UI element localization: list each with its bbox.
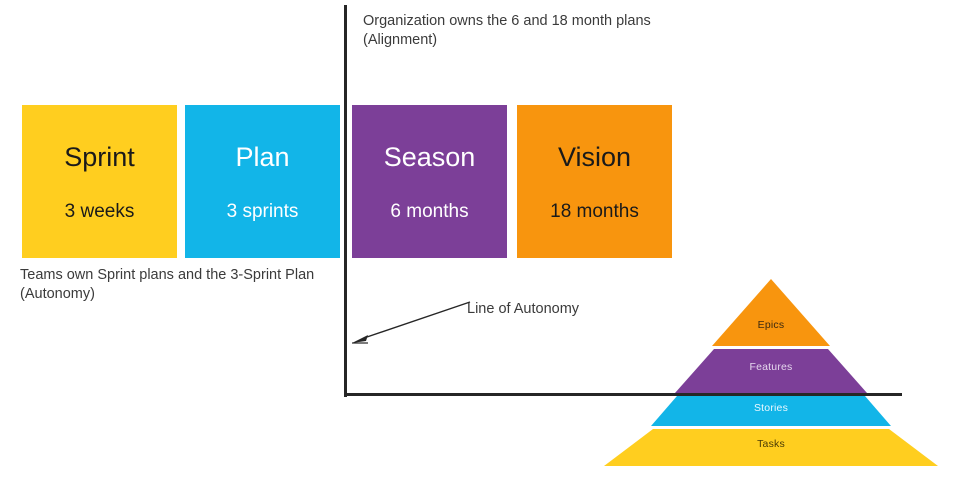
card-vision-title: Vision [557,141,632,172]
line-of-autonomy-arrow-icon [352,301,471,344]
card-sprint[interactable]: Sprint 3 weeks [22,105,177,258]
pyramid-layer-features[interactable] [675,349,867,393]
card-plan-title: Plan [235,141,290,172]
work-item-pyramid: Epics Features Stories Tasks [596,272,946,472]
card-season[interactable]: Season 6 months [352,105,507,258]
vertical-divider-line [344,5,347,397]
card-plan-duration: 3 sprints [226,200,299,222]
pyramid-layer-stories[interactable] [651,396,891,426]
card-season-title: Season [383,141,476,172]
card-vision-duration: 18 months [550,200,639,222]
card-plan[interactable]: Plan 3 sprints [185,105,340,258]
pyramid-layer-epics[interactable] [712,279,830,346]
card-sprint-duration: 3 weeks [64,200,135,222]
pyramid-layer-tasks[interactable] [604,429,938,466]
pyramid-shape-icon [604,279,938,466]
line-of-autonomy-label: Line of Autonomy [467,301,580,317]
organization-ownership-note: Organization owns the 6 and 18 month pla… [363,13,651,48]
teams-ownership-note: Teams own Sprint plans and the 3-Sprint … [20,267,315,302]
horizontal-axis-line [344,393,902,396]
card-sprint-title: Sprint [64,141,135,172]
card-vision[interactable]: Vision 18 months [517,105,672,258]
card-season-duration: 6 months [390,200,469,222]
